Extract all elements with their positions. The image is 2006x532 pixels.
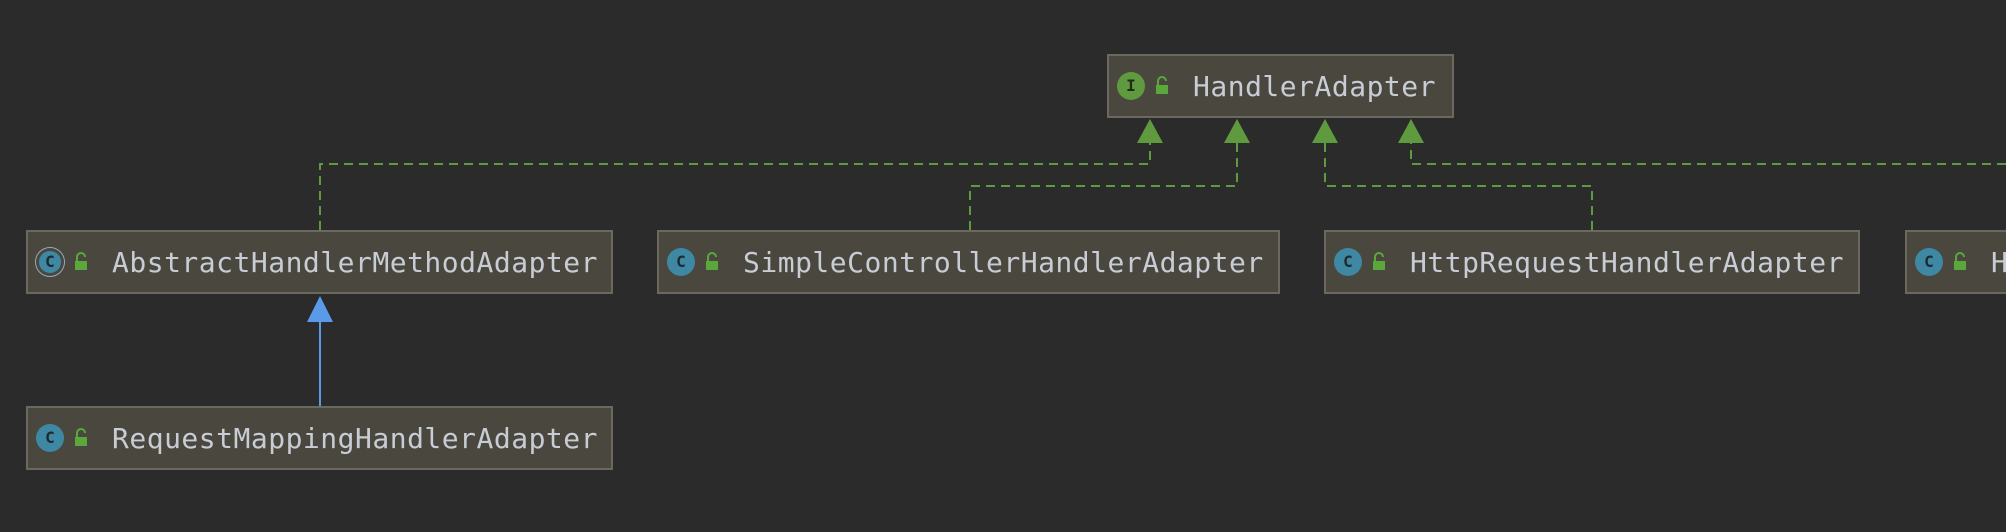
interface-icon: I bbox=[1117, 72, 1145, 100]
implements-arrowhead bbox=[1137, 119, 1163, 143]
implements-arrowhead bbox=[1224, 119, 1250, 143]
implements-arrowhead bbox=[1312, 119, 1338, 143]
extends-arrowhead bbox=[307, 296, 333, 322]
node-request-mapping-handler-adapter[interactable]: C RequestMappingHandlerAdapter bbox=[26, 406, 613, 470]
node-label: H bbox=[1991, 246, 2006, 279]
node-simple-controller-handler-adapter[interactable]: C SimpleControllerHandlerAdapter bbox=[657, 230, 1280, 294]
abstract-class-icon: C bbox=[36, 248, 64, 276]
class-icon: C bbox=[1334, 248, 1362, 276]
node-label: HandlerAdapter bbox=[1193, 69, 1437, 103]
lock-icon bbox=[70, 427, 92, 449]
edge-http-request-handler-adapter-to-handler-adapter bbox=[1324, 140, 1593, 230]
node-label: AbstractHandlerMethodAdapter bbox=[112, 245, 599, 279]
lock-icon bbox=[701, 251, 723, 273]
edge-partial-handler-adapter-to-handler-adapter bbox=[1410, 140, 2006, 165]
node-label: HttpRequestHandlerAdapter bbox=[1410, 245, 1844, 279]
node-label: RequestMappingHandlerAdapter bbox=[112, 421, 599, 455]
lock-icon bbox=[1368, 251, 1390, 273]
node-handler-adapter[interactable]: I HandlerAdapter bbox=[1107, 54, 1454, 118]
implements-arrowhead bbox=[1398, 119, 1424, 143]
node-label: SimpleControllerHandlerAdapter bbox=[743, 245, 1264, 279]
lock-icon bbox=[70, 251, 92, 273]
node-partial-handler-adapter[interactable]: C H bbox=[1905, 230, 2006, 294]
lock-icon bbox=[1949, 251, 1971, 273]
class-icon: C bbox=[667, 248, 695, 276]
node-http-request-handler-adapter[interactable]: C HttpRequestHandlerAdapter bbox=[1324, 230, 1860, 294]
edge-simple-controller-handler-adapter-to-handler-adapter bbox=[969, 140, 1238, 230]
class-icon: C bbox=[1915, 248, 1943, 276]
lock-icon bbox=[1151, 75, 1173, 97]
edge-abstract-handler-method-adapter-to-handler-adapter bbox=[319, 140, 1151, 230]
node-abstract-handler-method-adapter[interactable]: C AbstractHandlerMethodAdapter bbox=[26, 230, 613, 294]
class-icon: C bbox=[36, 424, 64, 452]
